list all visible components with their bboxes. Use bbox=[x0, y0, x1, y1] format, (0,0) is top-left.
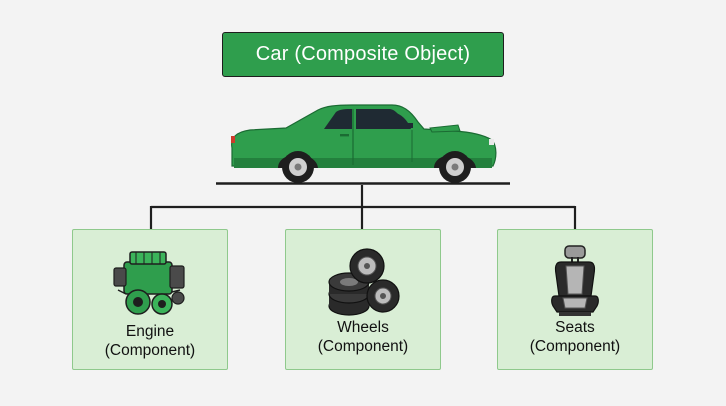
component-role: (Component) bbox=[104, 342, 196, 359]
component-label: Seats (Component) bbox=[498, 318, 652, 356]
tires-icon bbox=[286, 244, 440, 320]
engine-icon bbox=[73, 244, 227, 320]
component-card-engine: Engine (Component) bbox=[72, 229, 228, 370]
component-name: Engine bbox=[125, 323, 175, 340]
component-label: Engine (Component) bbox=[73, 322, 227, 360]
component-label: Wheels (Component) bbox=[286, 318, 440, 356]
component-role: (Component) bbox=[529, 338, 621, 355]
composite-object-title: Car (Composite Object) bbox=[222, 32, 504, 77]
car-icon bbox=[231, 104, 497, 183]
connector-lines bbox=[149, 185, 577, 229]
car-seat-icon bbox=[498, 244, 652, 320]
component-card-wheels: Wheels (Component) bbox=[285, 229, 441, 370]
component-name: Seats bbox=[555, 319, 595, 336]
component-name: Wheels bbox=[337, 319, 389, 336]
component-role: (Component) bbox=[317, 338, 409, 355]
component-card-seats: Seats (Component) bbox=[497, 229, 653, 370]
